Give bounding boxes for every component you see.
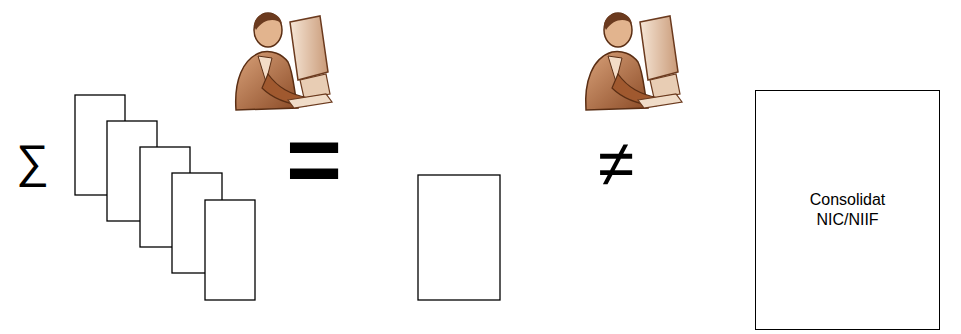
result-page — [418, 175, 500, 300]
equals-sign: = — [286, 112, 342, 208]
not-equal-sign: ≠ — [598, 130, 634, 196]
consolidated-box: Consolidat NIC/NIIF — [755, 90, 940, 330]
worker-clipart — [586, 13, 682, 110]
box-text: Consolidat NIC/NIIF — [800, 190, 895, 230]
worker-clipart — [236, 13, 332, 110]
page-stack — [75, 95, 255, 300]
sum-symbol: ∑ — [16, 138, 49, 184]
